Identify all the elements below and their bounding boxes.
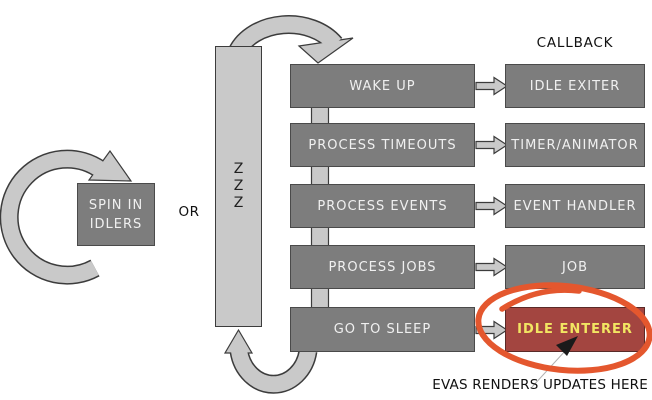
callback-label: IDLE ENTERER [517, 322, 633, 337]
spin-loop-arrow [0, 149, 133, 285]
evas-note: EVAS RENDERS UPDATES HERE [432, 377, 648, 393]
callback-label: TIMER/ANIMATOR [511, 137, 639, 153]
zzz-letter: Z [233, 195, 244, 211]
zzz-letter: Z [233, 161, 244, 177]
step-process-timeouts: PROCESS TIMEOUTS [290, 123, 475, 167]
callback-event-handler: EVENT HANDLER [505, 184, 645, 228]
callback-label: JOB [562, 259, 588, 275]
callback-label: IDLE EXITER [529, 78, 621, 94]
callback-job: JOB [505, 245, 645, 289]
step-process-events: PROCESS EVENTS [290, 184, 475, 228]
callback-arrow-4 [475, 257, 509, 277]
callback-timer-animator: TIMER/ANIMATOR [505, 123, 645, 167]
highlight-circle-icon [475, 282, 652, 374]
loop-arrow-bottom [223, 328, 318, 394]
step-label: PROCESS TIMEOUTS [308, 137, 457, 153]
step-wake-up: WAKE UP [290, 64, 475, 108]
callback-header: CALLBACK [536, 35, 614, 51]
sleep-zzz-box: Z Z Z [215, 46, 262, 327]
spin-box-line1: SPIN IN [88, 197, 144, 213]
loop-arrow-top [228, 15, 354, 64]
step-label: WAKE UP [349, 78, 416, 94]
step-go-to-sleep: GO TO SLEEP [290, 307, 475, 352]
spin-box-line2: IDLERS [89, 216, 143, 232]
annotation-arrowhead-icon [556, 336, 578, 356]
callback-arrow-1 [475, 76, 509, 96]
callback-arrow-2 [475, 135, 509, 155]
step-label: PROCESS JOBS [328, 259, 437, 275]
callback-arrow-3 [475, 196, 509, 216]
step-process-jobs: PROCESS JOBS [290, 245, 475, 289]
callback-idle-exiter: IDLE EXITER [505, 64, 645, 108]
zzz-letter: Z [233, 178, 244, 194]
callback-idle-enterer: IDLE ENTERER [505, 307, 645, 352]
spin-in-idlers-box: SPIN IN IDLERS [77, 183, 155, 246]
highlight-circle-tail [499, 287, 582, 312]
step-label: PROCESS EVENTS [317, 198, 448, 214]
step-label: GO TO SLEEP [333, 322, 432, 337]
or-label: OR [178, 204, 200, 220]
callback-label: EVENT HANDLER [513, 198, 637, 214]
